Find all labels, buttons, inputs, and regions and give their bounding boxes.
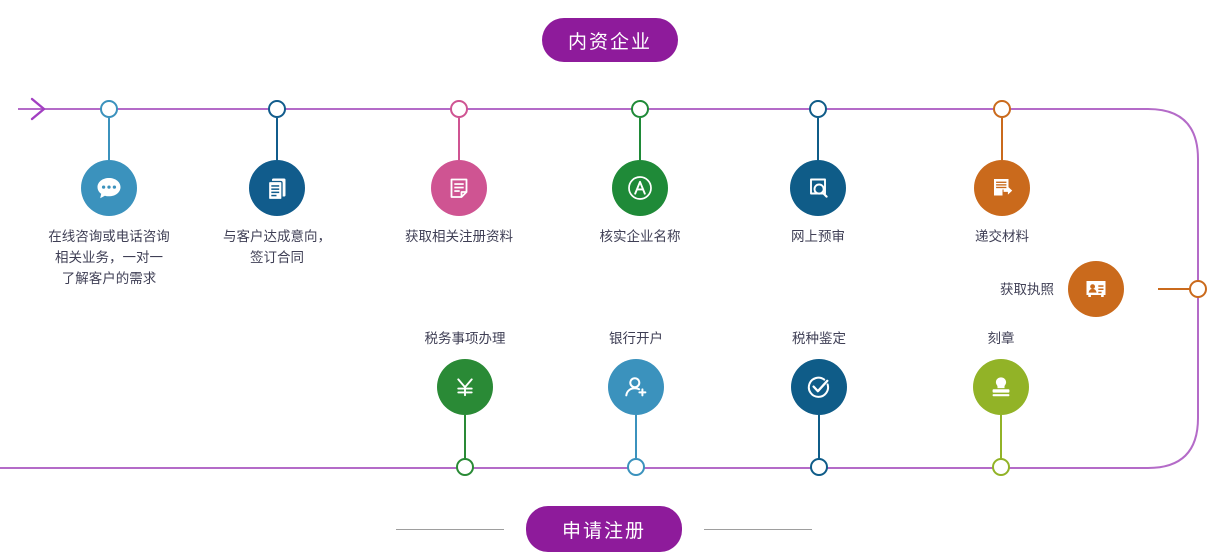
- rubber-stamp-icon: [973, 359, 1029, 415]
- node-tax-type-assessment[interactable]: 税种鉴定: [729, 328, 909, 415]
- node-label: 税务事项办理: [424, 331, 506, 346]
- domestic-enterprise-badge[interactable]: 内资企业: [542, 18, 678, 62]
- node-label: 获取相关注册资料: [405, 229, 513, 244]
- node-collect-registration-materials[interactable]: 获取相关注册资料: [369, 160, 549, 247]
- node-sign-contract[interactable]: 与客户达成意向， 签订合同: [187, 160, 367, 268]
- yuan-currency-icon: [437, 359, 493, 415]
- node-obtain-license[interactable]: 获取执照: [1000, 261, 1124, 317]
- node-online-consultation[interactable]: 在线咨询或电话咨询 相关业务，一对一 了解客户的需求: [19, 160, 199, 289]
- node-submit-materials[interactable]: 递交材料: [912, 160, 1092, 247]
- node-label: 在线咨询或电话咨询 相关业务，一对一 了解客户的需求: [48, 229, 170, 286]
- node-label: 递交材料: [975, 229, 1029, 244]
- node-bank-account[interactable]: 银行开户: [546, 328, 726, 415]
- node-online-pre-audit[interactable]: 网上预审: [728, 160, 908, 247]
- chat-bubble-icon: [81, 160, 137, 216]
- documents-icon: [249, 160, 305, 216]
- node-label: 银行开户: [609, 331, 663, 346]
- node-label: 税种鉴定: [792, 331, 846, 346]
- node-label: 获取执照: [1000, 281, 1054, 297]
- bottom-rule-right: [704, 529, 812, 530]
- bottom-rule-left: [396, 529, 504, 530]
- node-label: 网上预审: [791, 229, 845, 244]
- node-verify-company-name[interactable]: 核实企业名称: [550, 160, 730, 247]
- add-person-icon: [608, 359, 664, 415]
- id-card-icon: [1068, 261, 1124, 317]
- letter-a-circle-icon: [612, 160, 668, 216]
- node-tax-matters[interactable]: 税务事项办理: [375, 328, 555, 415]
- node-label: 核实企业名称: [599, 229, 681, 244]
- node-label: 与客户达成意向， 签订合同: [223, 229, 331, 265]
- document-search-icon: [790, 160, 846, 216]
- submit-document-icon: [974, 160, 1030, 216]
- node-engrave-seal[interactable]: 刻章: [911, 328, 1091, 415]
- note-page-icon: [431, 160, 487, 216]
- node-label: 刻章: [987, 331, 1015, 346]
- check-circle-icon: [791, 359, 847, 415]
- apply-registration-badge[interactable]: 申请注册: [526, 506, 682, 552]
